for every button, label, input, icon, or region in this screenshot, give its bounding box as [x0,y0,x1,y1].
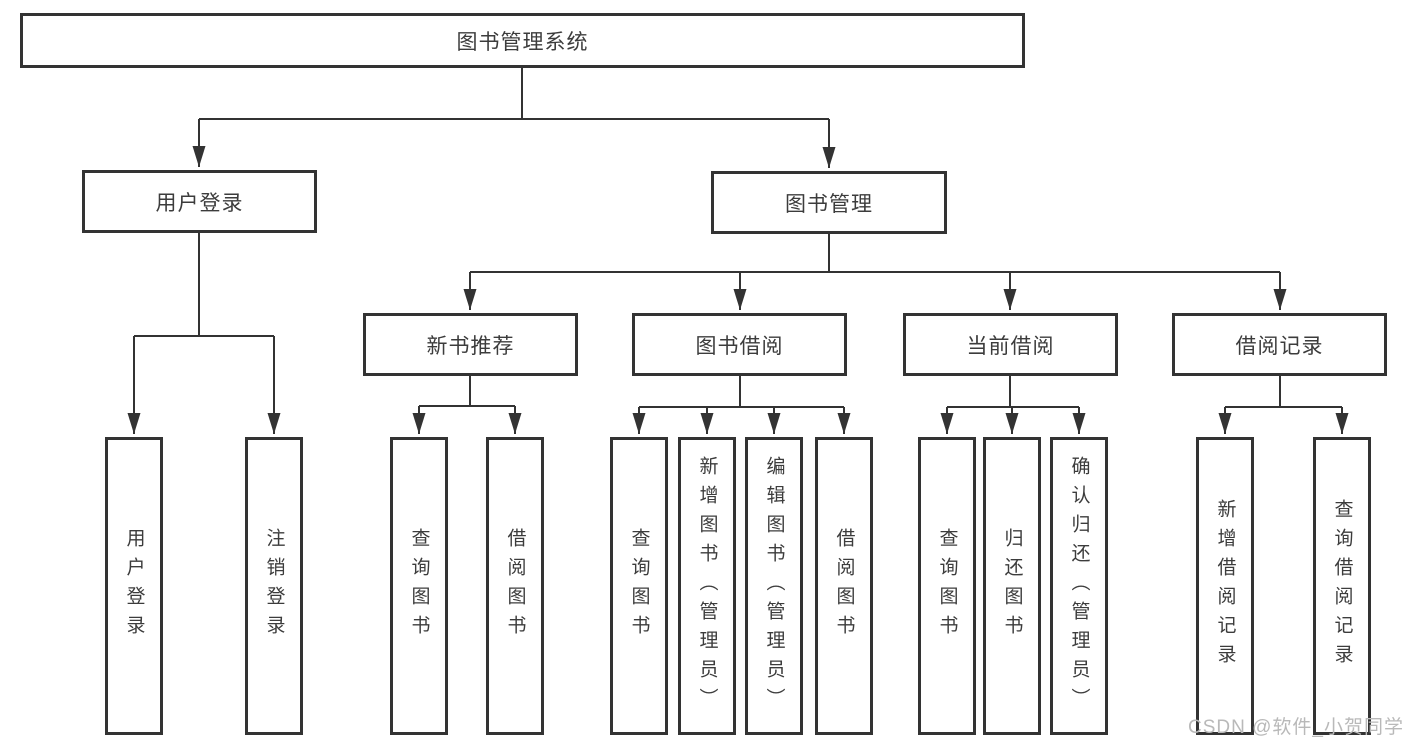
leaf-add-borrow-record-label: 新增借阅记录 [1214,499,1236,673]
node-new-book-rec-label: 新书推荐 [426,334,515,358]
csdn-watermark: CSDN @软件_小贺同学 [1188,717,1404,738]
connector-user-login-trunk [134,233,274,337]
node-root: 图书管理系统 [20,13,1025,68]
leaf-borrow-books-rec: 借阅图书 [486,437,544,735]
connector-new-book-rec-trunk [419,376,515,407]
node-book-mgmt: 图书管理 [711,171,947,234]
leaf-user-login-label: 用户登录 [123,528,145,644]
node-book-mgmt-label: 图书管理 [785,192,873,216]
node-book-borrow-label: 图书借阅 [695,334,784,358]
leaf-logout-label: 注销登录 [263,528,285,644]
leaf-query-books-borrow: 查询图书 [610,437,668,735]
connector-book-mgmt-trunk [470,234,1280,273]
node-book-borrow: 图书借阅 [632,313,847,376]
leaf-query-books-current: 查询图书 [918,437,976,735]
leaf-add-books-admin-label: 新增图书（管理员） [696,455,718,717]
leaf-borrow-books-rec-label: 借阅图书 [504,528,526,644]
node-new-book-rec: 新书推荐 [363,313,578,376]
node-user-login: 用户登录 [82,170,317,233]
leaf-query-borrow-record: 查询借阅记录 [1313,437,1371,735]
connector-current-borrow-trunk [947,376,1079,408]
leaf-user-login: 用户登录 [105,437,163,735]
node-borrow-records-label: 借阅记录 [1235,334,1324,358]
node-current-borrow: 当前借阅 [903,313,1118,376]
connector-root-trunk [199,68,829,120]
leaf-add-books-admin: 新增图书（管理员） [678,437,736,735]
leaf-borrow-books-label: 借阅图书 [833,528,855,644]
connector-borrow-records-trunk [1225,376,1342,408]
connector-book-borrow-trunk [639,376,844,408]
leaf-query-books-borrow-label: 查询图书 [628,528,650,644]
leaf-confirm-return-admin-label: 确认归还（管理员） [1068,455,1090,717]
leaf-query-books-rec-label: 查询图书 [408,528,430,644]
node-current-borrow-label: 当前借阅 [966,334,1055,358]
leaf-logout: 注销登录 [245,437,303,735]
leaf-return-books-label: 归还图书 [1001,528,1023,644]
leaf-add-borrow-record: 新增借阅记录 [1196,437,1254,735]
leaf-query-borrow-record-label: 查询借阅记录 [1331,499,1353,673]
leaf-edit-books-admin-label: 编辑图书（管理员） [763,455,785,717]
leaf-return-books: 归还图书 [983,437,1041,735]
node-user-login-label: 用户登录 [155,191,244,215]
leaf-confirm-return-admin: 确认归还（管理员） [1050,437,1108,735]
node-borrow-records: 借阅记录 [1172,313,1387,376]
leaf-query-books-rec: 查询图书 [390,437,448,735]
leaf-edit-books-admin: 编辑图书（管理员） [745,437,803,735]
leaf-query-books-current-label: 查询图书 [936,528,958,644]
node-root-label: 图书管理系统 [456,30,589,54]
leaf-borrow-books: 借阅图书 [815,437,873,735]
